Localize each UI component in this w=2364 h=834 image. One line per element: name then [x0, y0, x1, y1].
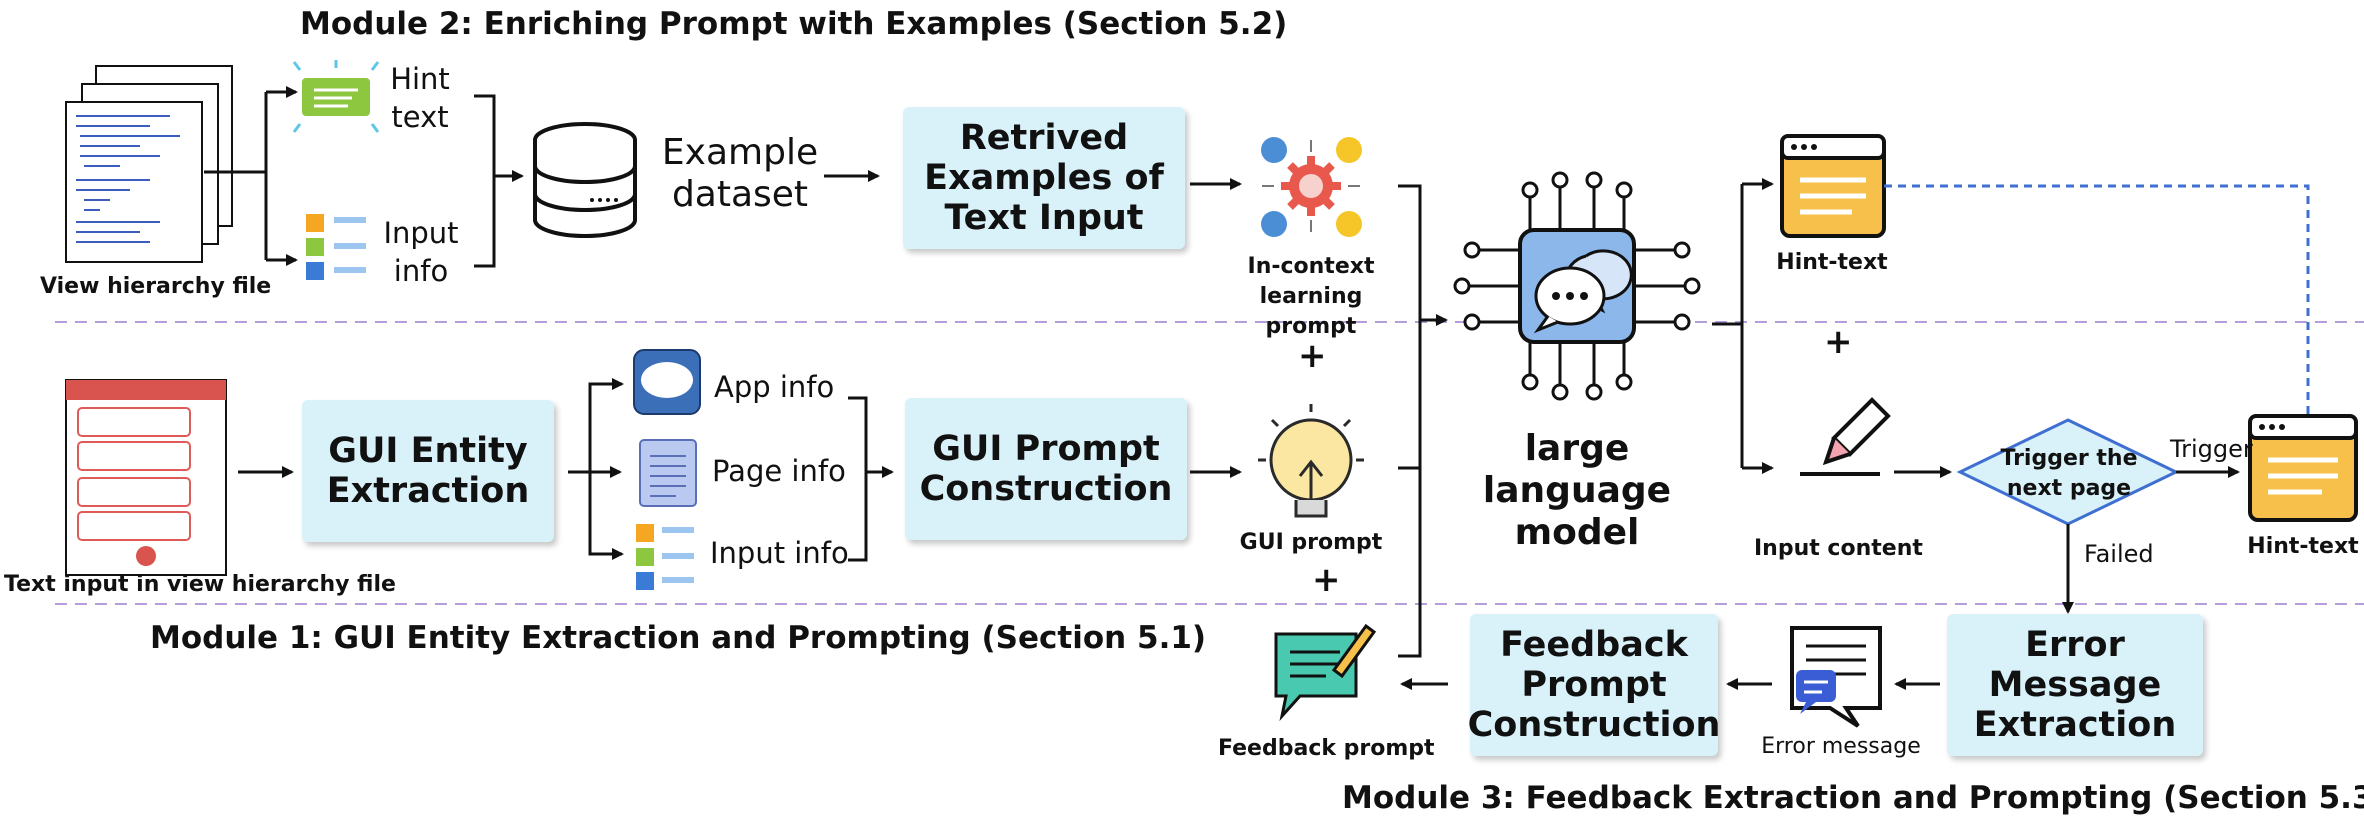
- module3-title: Module 3: Feedback Extraction and Prompt…: [1342, 780, 2364, 816]
- retrieved-examples-box: Retrived Examples of Text Input: [903, 107, 1185, 249]
- gui-entity-extraction-box: GUI Entity Extraction: [302, 400, 554, 542]
- hint-text-icon: [292, 60, 380, 133]
- view-hierarchy-label: View hierarchy file: [40, 274, 272, 299]
- example-dataset-label: Example dataset: [661, 132, 819, 215]
- input-info-icon: [636, 524, 694, 590]
- failed-label: Failed: [2084, 540, 2154, 568]
- gear-icon: [1261, 137, 1362, 237]
- input-info-label: Input info: [710, 536, 849, 570]
- icl-prompt-label: In-context learning prompt: [1247, 254, 1375, 339]
- module1-title: Module 1: GUI Entity Extraction and Prom…: [150, 620, 1207, 656]
- page-info-label: Page info: [712, 454, 846, 488]
- error-extraction-box: Error Message Extraction: [1947, 614, 2203, 756]
- phone-route-icon: [65, 379, 227, 576]
- hint-text-right-label: Hint-text: [2247, 534, 2359, 559]
- error-message-icon: [1790, 626, 1882, 728]
- lightbulb-icon: [1258, 404, 1364, 518]
- hint-text-card-right-icon: [2248, 414, 2358, 522]
- trigger-next-label: Trigger the next page: [2000, 446, 2138, 501]
- trigger-label: Trigger: [2170, 435, 2253, 463]
- pencil-icon: [1800, 397, 1891, 476]
- plus-sign-2: +: [1312, 560, 1341, 600]
- error-message-label: Error message: [1761, 734, 1921, 759]
- feedback-prompt-label: Feedback prompt: [1218, 736, 1435, 761]
- hint-text-card-icon: [1780, 134, 1886, 238]
- page-info-icon: [639, 439, 697, 507]
- app-info-label: App info: [714, 370, 835, 404]
- chat-bubble-icon: [1533, 249, 1633, 334]
- gui-prompt-label: GUI prompt: [1239, 530, 1383, 555]
- hint-text-output-label: Hint-text: [1776, 250, 1888, 275]
- feedback-construction-box: Feedback Prompt Construction: [1468, 614, 1720, 756]
- input-info-icon-top: [306, 214, 366, 280]
- database-icon: [533, 122, 637, 238]
- llm-label: large language model: [1482, 428, 1672, 553]
- input-content-label: Input content: [1754, 536, 1923, 561]
- app-info-icon: [633, 349, 701, 415]
- module2-title: Module 2: Enriching Prompt with Examples…: [300, 6, 1288, 42]
- hint-text-label: Hint text: [390, 62, 450, 134]
- feedback-prompt-icon: [1274, 623, 1377, 722]
- plus-sign-3: +: [1824, 322, 1853, 362]
- plus-sign-1: +: [1298, 336, 1327, 376]
- text-input-vh-label: Text input in view hierarchy file: [4, 572, 396, 597]
- gui-prompt-construction-box: GUI Prompt Construction: [905, 398, 1187, 540]
- input-info-top-label: Input info: [383, 216, 459, 288]
- dashed-link: [1884, 184, 2310, 416]
- document-stack-icon: [65, 65, 233, 263]
